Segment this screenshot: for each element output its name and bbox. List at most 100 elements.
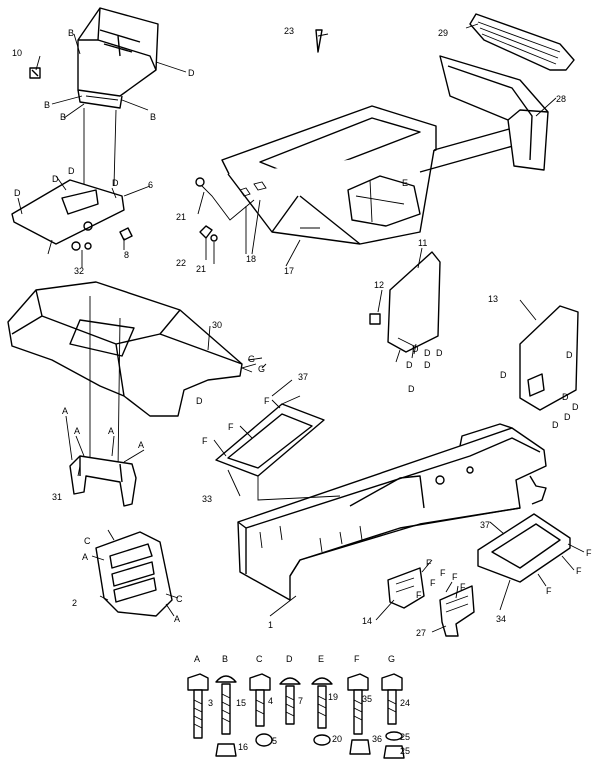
callout-32: 32 [74, 266, 84, 276]
ref-f: F [416, 590, 422, 600]
callout-28: 28 [556, 94, 566, 104]
ref-f: F [452, 572, 458, 582]
callout-13: 13 [488, 294, 498, 304]
callout-12: 12 [374, 280, 384, 290]
shift-plate [95, 531, 173, 617]
ref-a: A [138, 440, 144, 450]
ref-d: D [14, 188, 21, 198]
fastener-key-letters: A B C D E F G [194, 654, 395, 664]
callout-4: 4 [268, 696, 273, 706]
ref-d: D [424, 360, 431, 370]
callout-8: 8 [124, 250, 129, 260]
reference-letters: B D B B B D D D D E G G D F F F A A A A … [14, 28, 592, 624]
ref-f: F [426, 558, 432, 568]
footrest-left [215, 395, 341, 501]
ref-f: F [264, 396, 270, 406]
callout-36: 36 [372, 734, 382, 744]
callout-24: 24 [400, 698, 410, 708]
ref-f: F [202, 436, 208, 446]
callout-6: 6 [148, 180, 153, 190]
ref-d: D [52, 174, 59, 184]
callout-11: 11 [418, 238, 427, 248]
ref-f: F [546, 586, 552, 596]
seat-bracket [69, 455, 137, 507]
ref-d: D [552, 420, 559, 430]
ref-d: D [68, 166, 75, 176]
key-letter-a: A [194, 654, 200, 664]
ref-a: A [74, 426, 80, 436]
key-letter-d: D [286, 654, 293, 664]
ref-d: D [562, 392, 569, 402]
ref-e: E [402, 178, 408, 188]
callout-21-a: 21 [176, 212, 186, 222]
callout-1: 1 [268, 620, 273, 630]
ref-d: D [188, 68, 195, 78]
ref-f: F [576, 566, 582, 576]
callout-7: 7 [298, 696, 303, 706]
leader-lines [17, 23, 585, 633]
callout-33: 33 [202, 494, 212, 504]
ref-c: C [84, 536, 91, 546]
callout-27: 27 [416, 628, 426, 638]
ref-b: B [150, 112, 156, 122]
main-frame [237, 423, 547, 601]
callout-25-b: 25 [400, 746, 410, 756]
ref-f: F [228, 422, 234, 432]
ref-g: G [248, 354, 255, 364]
callout-34: 34 [496, 614, 506, 624]
hood-hardware [195, 177, 255, 242]
fastener-key [187, 673, 405, 759]
ref-d: D [408, 384, 415, 394]
callout-31: 31 [52, 492, 62, 502]
key-letter-f: F [354, 654, 360, 664]
side-panel-right [519, 305, 579, 411]
callout-20: 20 [332, 734, 342, 744]
callout-14: 14 [362, 616, 372, 626]
key-letter-g: G [388, 654, 395, 664]
dash-panel [77, 7, 159, 187]
ref-d: D [196, 396, 203, 406]
ref-a: A [108, 426, 114, 436]
callout-2: 2 [72, 598, 77, 608]
ref-f: F [430, 578, 436, 588]
grille-insert [469, 13, 575, 71]
callout-17: 17 [284, 266, 294, 276]
clip-part [119, 227, 133, 241]
callout-23: 23 [284, 26, 294, 36]
callout-37-b: 37 [480, 520, 490, 530]
callout-30: 30 [212, 320, 222, 330]
callout-15: 15 [236, 698, 246, 708]
hood [221, 105, 521, 245]
ref-d: D [412, 344, 419, 354]
callout-5: 5 [272, 736, 277, 746]
footrest-right [477, 513, 571, 583]
ref-d: D [112, 178, 119, 188]
ref-a: A [174, 614, 180, 624]
ref-d: D [572, 402, 579, 412]
ref-f: F [440, 568, 446, 578]
side-panel-left [369, 251, 441, 359]
callout-16: 16 [238, 742, 248, 752]
ref-a: A [62, 406, 68, 416]
bracket-27 [439, 585, 475, 637]
fender [7, 281, 243, 471]
callout-22: 22 [176, 258, 186, 268]
ref-f: F [586, 548, 592, 558]
callout-29: 29 [438, 28, 448, 38]
ref-a: A [82, 552, 88, 562]
ref-d: D [500, 370, 507, 380]
floor-plate [11, 179, 125, 251]
key-letter-e: E [318, 654, 324, 664]
bracket-14 [387, 567, 425, 609]
callout-10: 10 [12, 48, 22, 58]
ref-b: B [60, 112, 66, 122]
ref-d: D [424, 348, 431, 358]
hairpin-clip [315, 29, 323, 53]
ref-f: F [460, 582, 466, 592]
callout-37-a: 37 [298, 372, 308, 382]
ref-d: D [564, 412, 571, 422]
key-letter-b: B [222, 654, 228, 664]
callout-18: 18 [246, 254, 256, 264]
callout-19: 19 [328, 692, 338, 702]
ref-g: G [258, 364, 265, 374]
